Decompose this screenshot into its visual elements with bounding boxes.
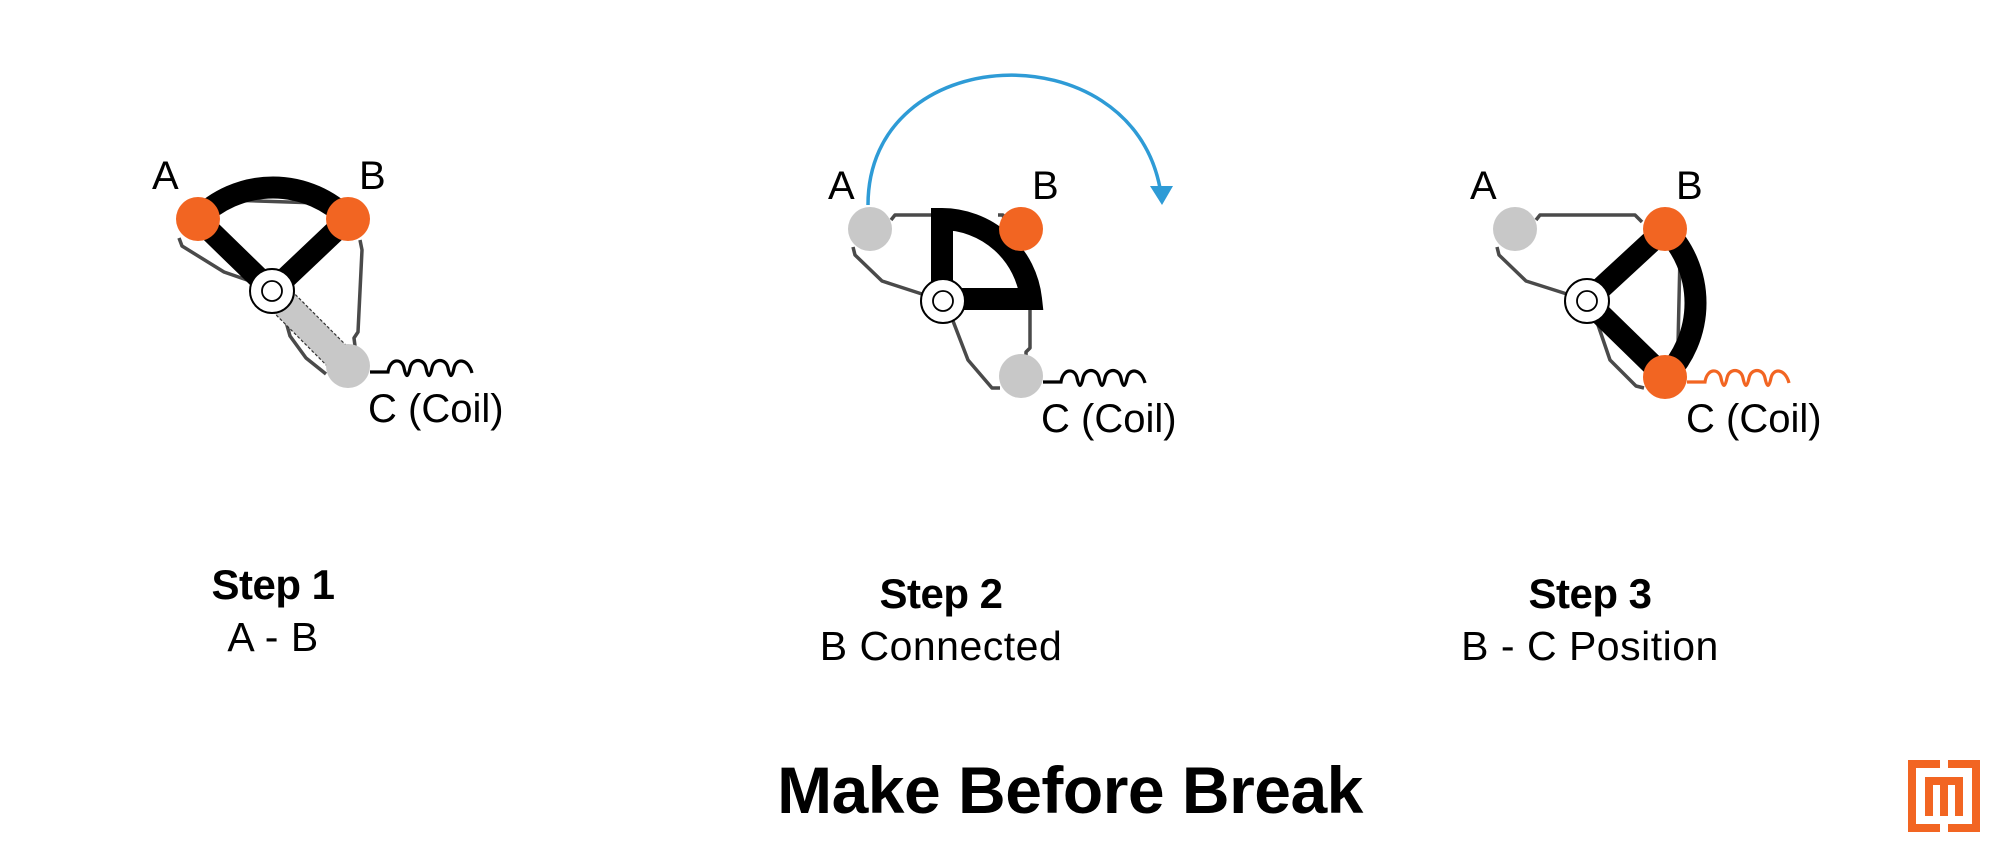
node-a-active <box>176 197 220 241</box>
step-2-title: Step 2 <box>879 570 1003 617</box>
rotation-arrow-icon <box>866 73 1162 206</box>
node-a-label: A <box>828 164 855 208</box>
node-a-inactive <box>848 207 892 251</box>
coil-icon <box>370 358 474 378</box>
step-2-caption: Step 2 B Connected <box>741 569 1141 673</box>
step-2-diagram: A B C (Coil) <box>828 73 1177 441</box>
step-1-diagram: A B C (Coil) <box>152 154 504 431</box>
bracketed-m-logo-icon <box>1908 760 1980 832</box>
node-b-label: B <box>1676 164 1703 208</box>
node-c-active <box>1643 355 1687 399</box>
step-1-subtitle: A - B <box>227 614 319 660</box>
node-c-label: C (Coil) <box>1686 397 1822 441</box>
coil-icon <box>1043 368 1147 388</box>
coil-icon <box>1687 368 1791 388</box>
step-2-contact-arm <box>931 207 1044 310</box>
node-b-active <box>999 207 1043 251</box>
node-c-label: C (Coil) <box>368 387 504 431</box>
node-a-inactive <box>1493 207 1537 251</box>
node-c-inactive <box>999 354 1043 398</box>
step-3-subtitle: B - C Position <box>1461 623 1719 669</box>
node-a-label: A <box>152 154 179 198</box>
node-c-label: C (Coil) <box>1041 397 1177 441</box>
step-2-subtitle: B Connected <box>819 623 1063 669</box>
step-1-caption: Step 1 A - B <box>73 560 473 664</box>
step-1-title: Step 1 <box>211 561 335 608</box>
step-3-caption: Step 3 B - C Position <box>1390 569 1790 673</box>
node-b-label: B <box>1032 164 1059 208</box>
node-a-label: A <box>1470 164 1497 208</box>
step-3-title: Step 3 <box>1528 570 1652 617</box>
step-3-diagram: A B C (Coil) <box>1470 164 1822 441</box>
node-c-inactive <box>326 344 370 388</box>
node-b-active <box>1643 207 1687 251</box>
page-title: Make Before Break <box>777 753 1363 827</box>
node-b-label: B <box>359 154 386 198</box>
node-b-active <box>326 197 370 241</box>
